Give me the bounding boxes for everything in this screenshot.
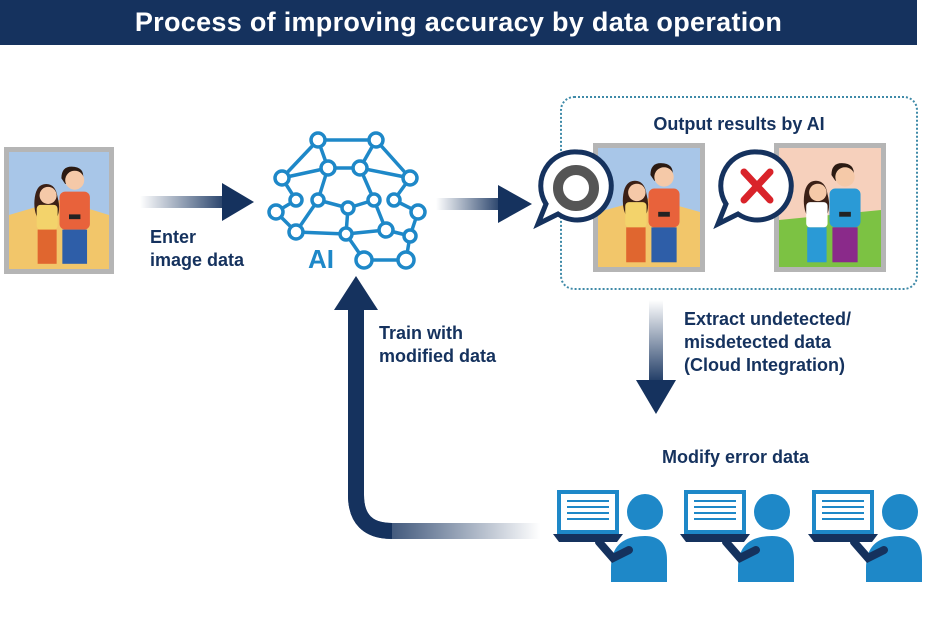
extract-label-line3: (Cloud Integration) bbox=[684, 355, 845, 375]
output-title: Output results by AI bbox=[653, 114, 825, 134]
arrow-extract bbox=[636, 300, 676, 414]
input-photo-icon bbox=[4, 147, 114, 274]
correct-circle-icon bbox=[533, 149, 614, 230]
operator-computer-icon bbox=[808, 490, 922, 582]
extract-label-line2: misdetected data bbox=[684, 332, 832, 352]
arrow-output bbox=[436, 185, 532, 223]
enter-label: Enter image data bbox=[150, 226, 244, 272]
modify-label: Modify error data bbox=[662, 447, 810, 467]
page-title: Process of improving accuracy by data op… bbox=[0, 0, 917, 45]
train-label-line2: modified data bbox=[379, 346, 497, 366]
operator-computer-icon bbox=[680, 490, 794, 582]
arrow-enter bbox=[140, 183, 254, 221]
enter-label-line1: Enter bbox=[150, 227, 197, 247]
train-label-line1: Train with bbox=[379, 323, 464, 343]
neural-network-icon bbox=[267, 131, 427, 270]
output-photo-correct bbox=[593, 143, 705, 272]
enter-label-line2: image data bbox=[150, 250, 245, 270]
operator-computer-icon bbox=[553, 490, 667, 582]
extract-label-line1: Extract undetected/ bbox=[684, 309, 852, 329]
ai-label: AI bbox=[308, 244, 334, 274]
train-label: Train with modified data bbox=[379, 322, 496, 368]
extract-label: Extract undetected/ misdetected data (Cl… bbox=[684, 308, 851, 377]
incorrect-cross-icon bbox=[713, 149, 794, 230]
output-photo-incorrect bbox=[774, 143, 886, 272]
arrow-train bbox=[334, 276, 540, 539]
